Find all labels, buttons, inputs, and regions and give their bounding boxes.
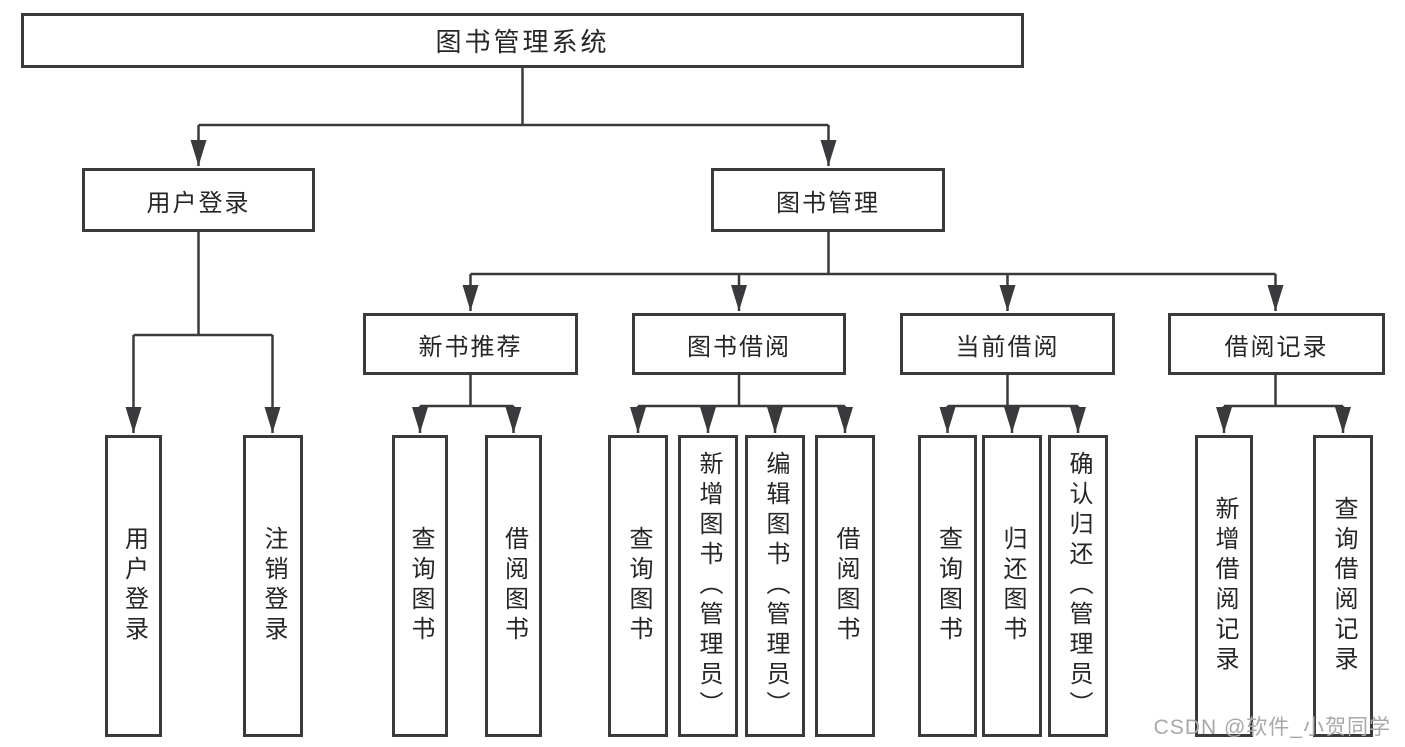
leaf-logout-label: 注销登录 bbox=[260, 526, 287, 646]
node-new-book-rec-label: 新书推荐 bbox=[418, 333, 523, 361]
node-user-login-label: 用户登录 bbox=[146, 189, 251, 217]
node-book-borrow-label: 图书借阅 bbox=[687, 333, 791, 361]
leaf-query-books-current-label: 查询图书 bbox=[934, 526, 962, 646]
leaf-borrow-books: 借阅图书 bbox=[815, 435, 875, 737]
leaf-user-login-label: 用户登录 bbox=[120, 526, 148, 646]
leaf-borrow-books-rec: 借阅图书 bbox=[485, 435, 542, 737]
leaf-edit-book-admin-label: 编辑图书（管理员） bbox=[762, 451, 789, 721]
leaf-borrow-books-label: 借阅图书 bbox=[832, 526, 859, 646]
leaf-query-books-borrow: 查询图书 bbox=[608, 435, 668, 737]
leaf-confirm-return-admin: 确认归还（管理员） bbox=[1048, 435, 1108, 737]
watermark: CSDN @软件_小贺同学 bbox=[1153, 716, 1391, 739]
leaf-edit-book-admin: 编辑图书（管理员） bbox=[745, 435, 805, 737]
node-borrow-records-label: 借阅记录 bbox=[1224, 333, 1329, 361]
connector-book-mgmt-children bbox=[462, 232, 1284, 311]
leaf-add-book-admin: 新增图书（管理员） bbox=[678, 435, 738, 737]
connector-user-login-children bbox=[125, 232, 281, 433]
leaf-confirm-return-admin-label: 确认归还（管理员） bbox=[1065, 451, 1092, 721]
connector-book-borrow-children bbox=[630, 375, 853, 433]
leaf-query-borrow-record-label: 查询借阅记录 bbox=[1330, 496, 1357, 676]
leaf-add-book-admin-label: 新增图书（管理员） bbox=[695, 451, 722, 721]
connector-borrow-records-children bbox=[1216, 375, 1351, 433]
node-root: 图书管理系统 bbox=[21, 13, 1024, 68]
connector-current-borrow-children bbox=[939, 375, 1086, 433]
node-user-login: 用户登录 bbox=[82, 168, 315, 232]
leaf-query-books-rec-label: 查询图书 bbox=[407, 526, 434, 646]
leaf-query-books-borrow-label: 查询图书 bbox=[625, 526, 652, 646]
leaf-return-book-label: 归还图书 bbox=[999, 526, 1026, 646]
connector-new-book-rec-children bbox=[412, 375, 522, 433]
leaf-borrow-books-rec-label: 借阅图书 bbox=[500, 526, 528, 646]
leaf-query-borrow-record: 查询借阅记录 bbox=[1313, 435, 1373, 737]
node-current-borrow-label: 当前借阅 bbox=[955, 333, 1060, 361]
leaf-add-borrow-record: 新增借阅记录 bbox=[1195, 435, 1253, 737]
leaf-user-login: 用户登录 bbox=[105, 435, 162, 737]
leaf-query-books-rec: 查询图书 bbox=[392, 435, 448, 737]
node-current-borrow: 当前借阅 bbox=[900, 313, 1115, 375]
node-new-book-rec: 新书推荐 bbox=[363, 313, 578, 375]
node-book-mgmt: 图书管理 bbox=[711, 168, 945, 232]
connector-root-to-level2 bbox=[190, 68, 837, 166]
leaf-add-borrow-record-label: 新增借阅记录 bbox=[1211, 496, 1238, 676]
node-root-label: 图书管理系统 bbox=[435, 27, 610, 57]
leaf-return-book: 归还图书 bbox=[982, 435, 1042, 737]
leaf-logout: 注销登录 bbox=[243, 435, 303, 737]
leaf-query-books-current: 查询图书 bbox=[918, 435, 977, 737]
node-borrow-records: 借阅记录 bbox=[1168, 313, 1385, 375]
node-book-mgmt-label: 图书管理 bbox=[776, 189, 880, 217]
node-book-borrow: 图书借阅 bbox=[632, 313, 846, 375]
